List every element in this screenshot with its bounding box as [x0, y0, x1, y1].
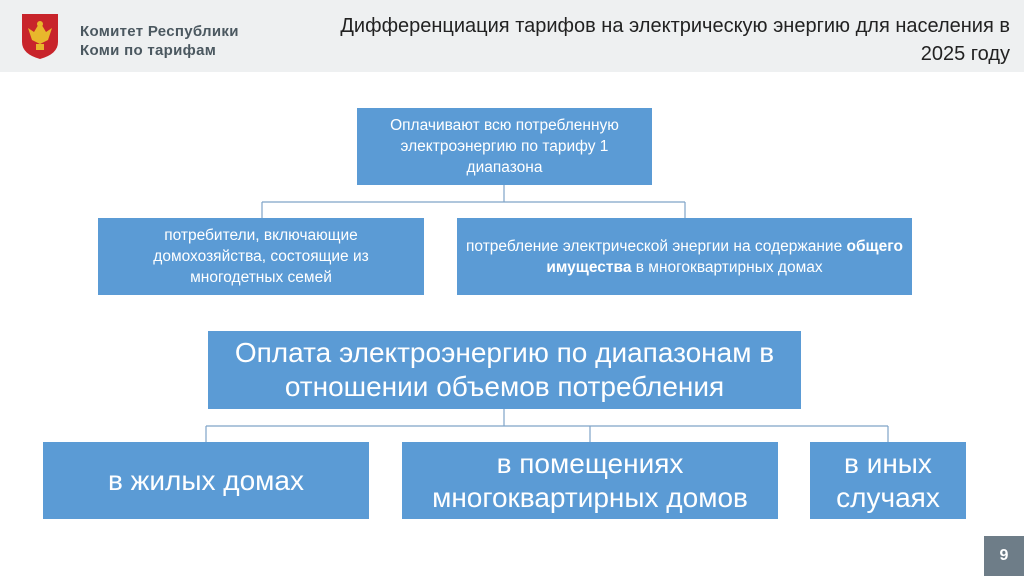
bottom-child-2-text: в помещениях многоквартирных домов: [432, 447, 748, 513]
org-line-2: Коми по тарифам: [80, 42, 217, 59]
bottom-child-2-box: в помещениях многоквартирных домов: [402, 442, 778, 519]
bottom-root-text: Оплата электроэнергию по диапазонам в от…: [234, 337, 775, 402]
title-line-2: 2025 году: [920, 43, 1010, 65]
top-right-text: потребление электрической энергии на сод…: [465, 236, 904, 278]
slide-title: Дифференциация тарифов на электрическую …: [290, 12, 1010, 68]
top-root-text: Оплачивают всю потребленную электроэнерг…: [390, 117, 619, 176]
top-left-box: потребители, включающие домохозяйства, с…: [98, 218, 424, 295]
organization-name: Комитет Республики Коми по тарифам: [80, 22, 239, 60]
bottom-child-1-box: в жилых домах: [43, 442, 369, 519]
top-left-text: потребители, включающие домохозяйства, с…: [153, 227, 369, 286]
top-root-box: Оплачивают всю потребленную электроэнерг…: [357, 108, 652, 185]
coat-of-arms-icon: [22, 14, 58, 59]
title-line-1: Дифференциация тарифов на электрическую …: [340, 15, 1010, 37]
bottom-root-box: Оплата электроэнергию по диапазонам в от…: [208, 331, 801, 409]
bottom-child-1-text: в жилых домах: [108, 464, 304, 496]
bottom-child-3-box: в иных случаях: [810, 442, 966, 519]
page-number-badge: 9: [984, 536, 1024, 576]
top-right-text-pre: потребление электрической энергии на сод…: [466, 237, 847, 255]
header-bar: Комитет Республики Коми по тарифам Диффе…: [0, 0, 1024, 72]
bottom-child-3-text: в иных случаях: [836, 447, 940, 513]
top-right-text-post: в многоквартирных домах: [631, 258, 823, 276]
top-right-box: потребление электрической энергии на сод…: [457, 218, 912, 295]
common-property-bold: общего имущества: [546, 237, 903, 276]
org-line-1: Комитет Республики: [80, 23, 239, 40]
page-number: 9: [999, 547, 1009, 564]
